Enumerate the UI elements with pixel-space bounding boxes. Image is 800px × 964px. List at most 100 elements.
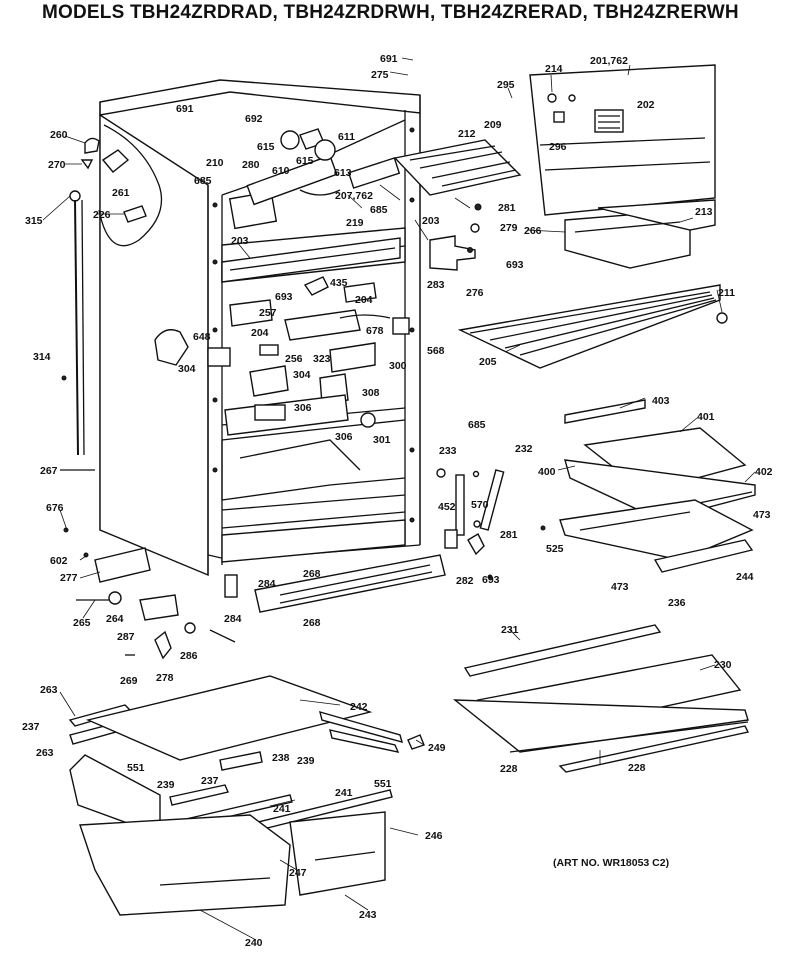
callout-label: 691 [380, 53, 398, 65]
shelf-glass-lower [452, 624, 750, 773]
callout-label: 268 [303, 617, 321, 629]
callout-label: 301 [373, 434, 391, 446]
callout-label: 242 [350, 701, 368, 713]
callout-label: 214 [545, 63, 563, 75]
callout-label: 691 [176, 103, 194, 115]
callout-label: 246 [425, 830, 443, 842]
callout-label: 296 [549, 141, 567, 153]
callout-label: 265 [73, 617, 91, 629]
callout-label: 203 [422, 215, 440, 227]
callout-labels: 691 275 295 214 201,762 691 692 260 270 … [22, 53, 773, 949]
evaporator-cover [393, 139, 522, 196]
callout-label: 525 [546, 543, 564, 555]
callout-label: 282 [456, 575, 474, 587]
temperature-control [229, 276, 410, 373]
callout-label: 236 [668, 597, 686, 609]
callout-label: 284 [224, 613, 242, 625]
callout-label: 256 [285, 353, 303, 365]
callout-label: 213 [695, 206, 713, 218]
callout-label: 295 [497, 79, 515, 91]
callout-label: 260 [50, 129, 68, 141]
callout-label: 201,762 [590, 55, 628, 67]
callout-label: 230 [714, 659, 732, 671]
callout-label: 228 [500, 763, 518, 775]
damper-assembly [154, 329, 376, 436]
callout-label: 263 [36, 747, 54, 759]
callout-label: 435 [330, 277, 348, 289]
callout-label: 304 [178, 363, 196, 375]
callout-label: 551 [374, 778, 392, 790]
callout-label: 243 [359, 909, 377, 921]
callout-label: 685 [370, 204, 388, 216]
callout-label: 237 [22, 721, 40, 733]
callout-label: 402 [755, 466, 773, 478]
callout-label: 247 [289, 867, 307, 879]
callout-label: 231 [501, 624, 519, 636]
callout-label: 473 [753, 509, 771, 521]
callout-label: 278 [156, 672, 174, 684]
callout-label: 210 [206, 157, 224, 169]
callout-label: 473 [611, 581, 629, 593]
callout-label: 676 [46, 502, 64, 514]
callout-label: 685 [468, 419, 486, 431]
callout-label: 202 [637, 99, 655, 111]
crisper-drawer-small [564, 199, 716, 269]
callout-label: 304 [293, 369, 311, 381]
callout-label: 237 [201, 775, 219, 787]
callout-label: 205 [479, 356, 497, 368]
callout-label: 211 [718, 287, 735, 299]
callout-label: 693 [506, 259, 524, 271]
callout-label: 323 [313, 353, 331, 365]
callout-label: 611 [338, 131, 355, 143]
callout-label: 286 [180, 650, 198, 662]
art-number: (ART NO. WR18053 C2) [553, 857, 670, 869]
page-title: MODELS TBH24ZRDRAD, TBH24ZRDRWH, TBH24ZR… [42, 2, 739, 23]
callout-label: 568 [427, 345, 445, 357]
callout-label: 281 [500, 529, 518, 541]
callout-label: 602 [50, 555, 68, 567]
callout-label: 269 [120, 675, 138, 687]
callout-label: 315 [25, 215, 43, 227]
left-side-parts [61, 124, 163, 456]
callout-label: 693 [482, 574, 500, 586]
callout-label: 551 [127, 762, 145, 774]
crisper-cover-assembly [68, 675, 425, 839]
callout-label: 219 [346, 217, 364, 229]
callout-label: 212 [458, 128, 476, 140]
callout-label: 241 [273, 803, 291, 815]
toe-grille [224, 554, 446, 613]
callout-label: 692 [245, 113, 263, 125]
callout-label: 287 [117, 631, 135, 643]
callout-label: 207,762 [335, 190, 373, 202]
callout-label: 280 [242, 159, 260, 171]
callout-label: 226 [93, 209, 111, 221]
callout-label: 613 [334, 167, 352, 179]
fan-motor-assembly [228, 128, 401, 230]
callout-label: 264 [106, 613, 124, 625]
callout-label: 241 [335, 787, 353, 799]
callout-label: 263 [40, 684, 58, 696]
callout-label: 615 [296, 155, 314, 167]
callout-label: 268 [303, 568, 321, 580]
callout-label: 267 [40, 465, 58, 477]
callout-label: 693 [275, 291, 293, 303]
callout-label: 400 [538, 466, 556, 478]
callout-label: 401 [697, 411, 715, 423]
callout-label: 203 [231, 235, 249, 247]
callout-label: 239 [157, 779, 175, 791]
callout-label: 238 [272, 752, 290, 764]
callout-label: 204 [251, 327, 269, 339]
control-panel-cover [529, 64, 716, 216]
callout-label: 249 [428, 742, 446, 754]
callout-label: 233 [439, 445, 457, 457]
callout-label: 283 [427, 279, 445, 291]
callout-label: 610 [272, 165, 290, 177]
vent-assembly [221, 237, 401, 283]
callout-label: 240 [245, 937, 263, 949]
callout-label: 239 [297, 755, 315, 767]
callout-label: 306 [294, 402, 312, 414]
callout-label: 281 [498, 202, 516, 214]
callout-label: 284 [258, 578, 276, 590]
crisper-drawers [79, 811, 386, 916]
